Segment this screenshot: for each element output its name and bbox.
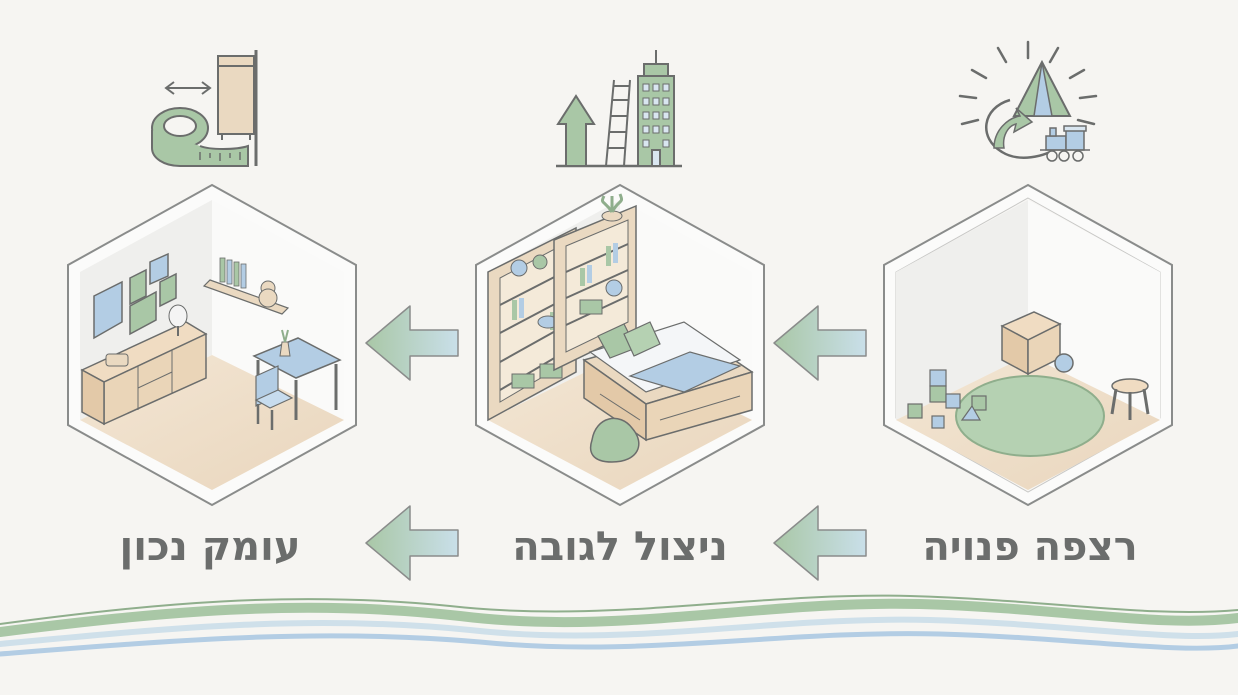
toy-ball <box>1054 353 1074 373</box>
arrow-label-1-to-2 <box>773 505 867 581</box>
bed-with-drawers <box>582 321 754 442</box>
bean-bag <box>589 417 640 463</box>
step-label-right-depth: עומק נכון <box>119 524 301 570</box>
wall-shelf <box>202 257 290 315</box>
storage-box <box>1000 311 1062 376</box>
step-label-empty-floor: רצפה פנויה <box>922 524 1138 570</box>
vertical-growth-icon <box>556 50 682 168</box>
round-rug <box>955 375 1105 457</box>
room-empty-floor <box>883 183 1173 507</box>
wall-frames <box>93 252 177 340</box>
arrow-room-1-to-2 <box>773 305 867 381</box>
shallow-sideboard <box>80 304 208 426</box>
kids-table-and-chair <box>252 329 342 430</box>
room-tall-shelves <box>475 183 765 507</box>
arrow-label-2-to-3 <box>365 505 459 581</box>
step-label-vertical-use: ניצול לגובה <box>512 524 728 570</box>
measuring-tape-icon <box>151 50 258 167</box>
decorative-waves <box>0 594 1238 657</box>
toy-blocks <box>907 369 987 429</box>
arrow-room-2-to-3 <box>365 305 459 381</box>
small-stool <box>1110 378 1150 420</box>
tall-bookcase-right <box>553 193 637 372</box>
room-shallow-furniture <box>67 183 357 507</box>
train <box>1040 125 1090 162</box>
tent-and-train-icon <box>958 40 1098 162</box>
